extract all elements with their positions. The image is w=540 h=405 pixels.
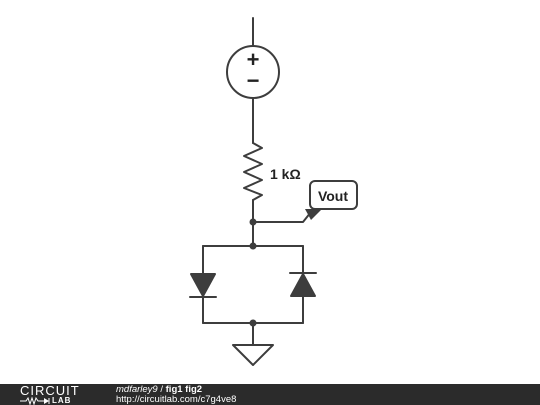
logo-waveform-icon: [20, 396, 50, 405]
diode-left: [189, 245, 217, 324]
resistor: [243, 142, 263, 201]
probe-wire: [252, 211, 312, 223]
footer-username[interactable]: mdfarley9: [116, 384, 158, 395]
vout-label: Vout: [318, 188, 348, 204]
ground-icon: [232, 344, 274, 366]
footer-attribution: mdfarley9 / fig1 fig2: [116, 384, 202, 395]
source-minus-sign: −: [247, 68, 260, 93]
logo-circuit-text: CIRCUIT: [20, 383, 80, 398]
logo-lab-text: LAB: [52, 396, 72, 405]
footer-bar: CIRCUIT LAB mdfarley9 / fig1 fig2 http:/…: [0, 384, 540, 405]
footer-url[interactable]: http://circuitlab.com/c7g4ve8: [116, 394, 237, 405]
circuit-schematic: + − 1 kΩ Vout: [189, 17, 358, 366]
footer-separator: /: [157, 384, 166, 395]
source-plus-sign: +: [247, 47, 260, 72]
voltage-source: + −: [226, 45, 280, 99]
vout-probe: Vout: [305, 180, 358, 220]
diode-right: [289, 245, 317, 324]
footer-title[interactable]: fig1 fig2: [165, 384, 203, 395]
resistor-label: 1 kΩ: [270, 166, 301, 182]
circuitlab-logo: CIRCUIT LAB: [20, 384, 95, 405]
